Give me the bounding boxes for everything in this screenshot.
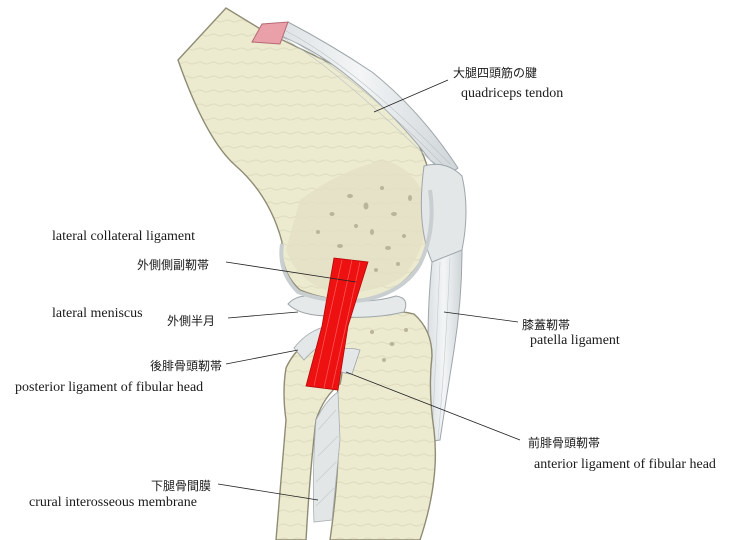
leader-posterior-ligament	[225, 349, 299, 365]
label-anterior-ligament-jp: 前腓骨頭靭帯	[528, 436, 601, 450]
condyle-texture	[316, 186, 412, 272]
lateral-collateral-ligament	[305, 257, 369, 391]
label-lateral-collateral-ligament-en: lateral collateral ligament	[52, 229, 196, 244]
leader-anterior-ligament	[345, 371, 521, 441]
leader-lateral-collateral-ligament	[225, 261, 357, 283]
label-lateral-meniscus-jp: 外側半月	[167, 314, 216, 328]
leader-interosseous-membrane	[217, 483, 319, 501]
label-posterior-ligament-en: posterior ligament of fibular head	[15, 380, 204, 395]
label-patella-ligament-en: patella ligament	[530, 333, 620, 348]
label-anterior-ligament-en: anterior ligament of fibular head	[534, 457, 716, 472]
tibia-texture	[370, 328, 408, 362]
interosseous-membrane	[312, 391, 341, 523]
label-lateral-collateral-ligament-jp: 外側側副靭帯	[137, 258, 210, 272]
leader-lines	[217, 79, 521, 501]
collateral-fibers	[313, 259, 361, 389]
leader-lateral-meniscus	[227, 311, 299, 319]
label-interosseous-membrane-en: crural interosseous membrane	[29, 495, 197, 510]
muscle-cut	[251, 21, 289, 45]
membrane-fibers	[315, 409, 339, 507]
label-lateral-meniscus-en: lateral meniscus	[52, 306, 143, 321]
articular-cartilage	[279, 189, 434, 303]
label-patella-ligament-jp: 膝蓋靭帯	[522, 318, 571, 332]
tibia	[329, 310, 437, 540]
patella-ligament	[425, 249, 463, 443]
label-posterior-ligament-jp: 後腓骨頭靭帯	[150, 359, 223, 373]
leader-quadriceps-tendon	[373, 79, 449, 113]
leader-patella-ligament	[443, 311, 519, 323]
label-quadriceps-tendon-jp: 大腿四頭筋の腱	[453, 66, 538, 80]
label-quadriceps-tendon-en: quadriceps tendon	[461, 86, 564, 101]
quadriceps-tendon-fibers	[269, 27, 451, 167]
patella	[420, 163, 467, 265]
label-interosseous-membrane-jp: 下腿骨間膜	[151, 479, 212, 493]
